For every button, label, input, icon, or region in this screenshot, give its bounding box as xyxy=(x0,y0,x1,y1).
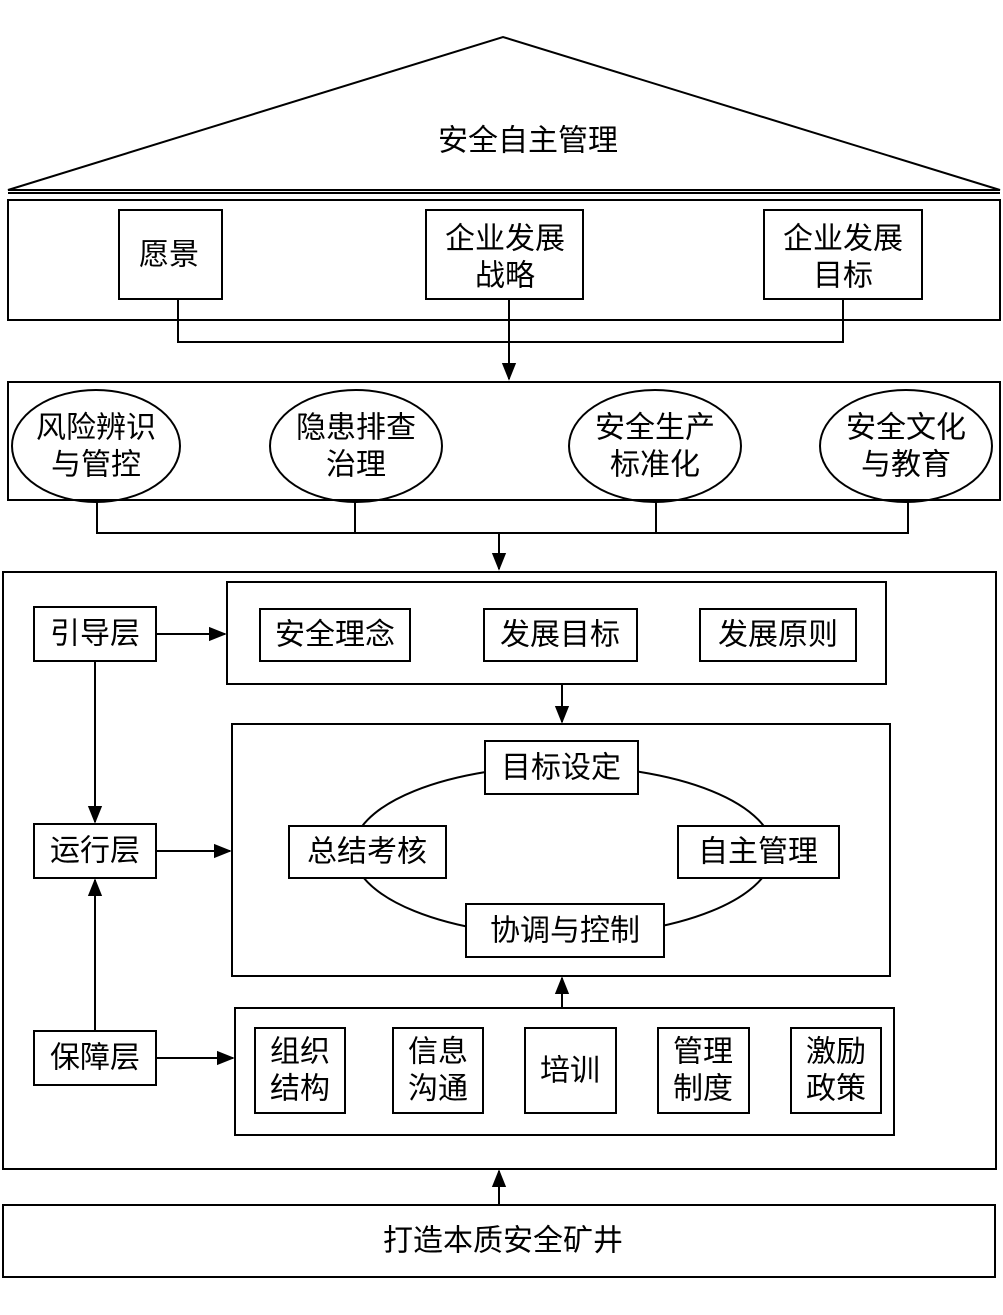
strategy-box xyxy=(425,209,584,300)
cycle-left-box xyxy=(288,825,447,879)
cycle-left-label: 总结考核 xyxy=(307,835,427,870)
support-item-box-3 xyxy=(524,1027,617,1114)
pillar-3-line-1: 安全生产 xyxy=(595,411,715,446)
guide-item-box-1 xyxy=(259,608,411,662)
guide-layer-label: 引导层 xyxy=(50,617,140,652)
support-item-box-4 xyxy=(657,1027,750,1114)
guide-item-2: 发展目标 xyxy=(500,618,620,653)
pillar-3-line-2: 标准化 xyxy=(610,448,700,483)
support-item-box-2 xyxy=(392,1027,484,1114)
pillar-ellipse-2 xyxy=(269,389,443,503)
goal-label-line-1: 企业发展 xyxy=(783,222,903,257)
cycle-right-box xyxy=(677,825,840,879)
support-item-1-line-2: 结构 xyxy=(270,1072,330,1107)
support-item-4-line-2: 制度 xyxy=(673,1072,733,1107)
support-content-frame xyxy=(234,1007,895,1136)
pillar-1-line-1: 风险辨识 xyxy=(36,411,156,446)
support-item-3: 培训 xyxy=(540,1054,600,1089)
roof-title: 安全自主管理 xyxy=(438,124,618,159)
top-section-frame xyxy=(7,199,1001,321)
pillar-ellipse-3 xyxy=(568,389,742,503)
foundation-title: 打造本质安全矿井 xyxy=(383,1224,623,1259)
support-item-4-line-1: 管理 xyxy=(673,1035,733,1070)
vision-box xyxy=(118,209,223,300)
support-layer-label: 保障层 xyxy=(50,1041,140,1076)
strategy-label-line-1: 企业发展 xyxy=(445,222,565,257)
pillars-frame xyxy=(7,381,1001,501)
cycle-top-box xyxy=(484,740,639,795)
cycle-bottom-box xyxy=(465,903,665,958)
pillar-4-line-2: 与教育 xyxy=(861,448,951,483)
support-item-1-line-1: 组织 xyxy=(270,1035,330,1070)
pillars-merge-connector xyxy=(96,500,909,534)
support-item-5-line-1: 激励 xyxy=(806,1035,866,1070)
guide-item-1: 安全理念 xyxy=(275,618,395,653)
pillar-2-line-2: 治理 xyxy=(326,448,386,483)
support-item-box-1 xyxy=(254,1027,346,1114)
roof-triangle xyxy=(7,35,1001,191)
goal-label-line-2: 目标 xyxy=(813,259,873,294)
support-item-2-line-2: 沟通 xyxy=(408,1072,468,1107)
guide-item-box-2 xyxy=(483,608,638,662)
support-item-2-line-1: 信息 xyxy=(408,1035,468,1070)
strategy-label-line-2: 战略 xyxy=(475,259,535,294)
cycle-frame xyxy=(231,723,891,977)
cycle-top-label: 目标设定 xyxy=(501,751,621,786)
foundation-box xyxy=(2,1204,996,1278)
cycle-right-label: 自主管理 xyxy=(698,835,818,870)
pillar-4-line-1: 安全文化 xyxy=(846,411,966,446)
support-item-box-5 xyxy=(790,1027,882,1114)
pillar-ellipse-4 xyxy=(819,389,993,503)
cycle-bottom-label: 协调与控制 xyxy=(490,914,640,949)
pillar-2-line-1: 隐患排查 xyxy=(296,411,416,446)
support-item-5-line-2: 政策 xyxy=(806,1072,866,1107)
main-frame xyxy=(2,571,997,1170)
top-merge-connector xyxy=(177,299,844,343)
guide-content-frame xyxy=(226,581,887,685)
guide-item-3: 发展原则 xyxy=(718,618,838,653)
pillar-ellipse-1 xyxy=(11,389,181,503)
run-layer-label: 运行层 xyxy=(50,834,140,869)
pillar-1-line-2: 与管控 xyxy=(51,448,141,483)
vision-label: 愿景 xyxy=(139,238,199,273)
guide-item-box-3 xyxy=(699,608,857,662)
